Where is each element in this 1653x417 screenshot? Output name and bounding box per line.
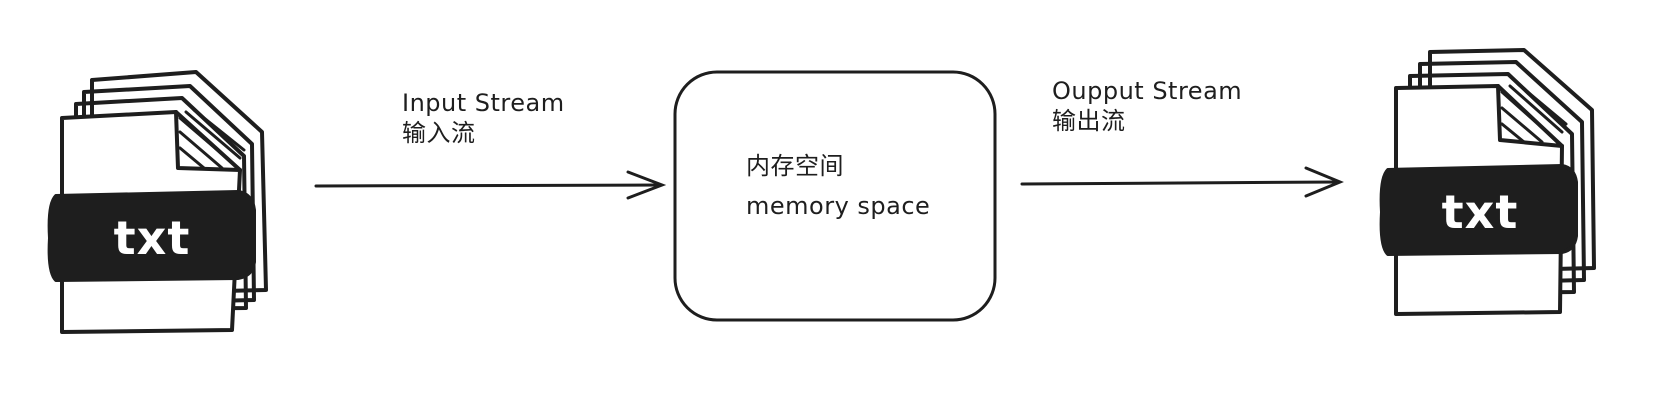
output-stream-arrow [1020,166,1344,198]
memory-space-title-en: memory space [746,192,931,220]
target-file-label: txt [1442,185,1519,239]
output-stream-title: Oupput Stream [1052,77,1243,105]
input-stream-subtitle: 输入流 [402,119,476,147]
source-file-label: txt [114,211,191,265]
target-file-icon [1379,48,1596,316]
output-stream-subtitle: 输出流 [1052,107,1126,135]
output-stream-label: Oupput Stream 输出流 [1052,76,1242,136]
source-file-icon [47,70,268,334]
input-stream-arrow [314,170,667,200]
input-stream-label: Input Stream 输入流 [402,88,565,148]
memory-space-box [673,70,997,322]
memory-space-title-cn: 内存空间 [746,152,844,180]
memory-space-label: 内存空间 memory space [746,146,930,226]
input-stream-title: Input Stream [402,89,565,117]
